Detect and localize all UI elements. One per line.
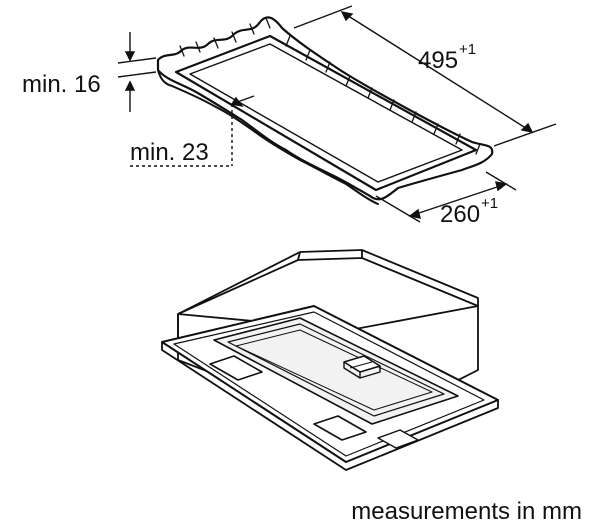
filter-panel-inner-2 — [235, 329, 433, 411]
dim-length — [293, 5, 557, 147]
cutout-opening — [174, 34, 478, 192]
filter-panel — [213, 317, 459, 425]
hood-housing-top-ridge — [177, 250, 479, 315]
dim-width — [375, 171, 517, 223]
dim-edge-label: min. 23 — [130, 139, 209, 166]
dim-thickness-label: min. 16 — [22, 71, 101, 98]
hood-base-edge — [161, 342, 499, 471]
cabinet-cutout — [156, 16, 494, 205]
dim-width-value: 260 — [440, 201, 480, 228]
light-left — [209, 355, 263, 381]
dim-edge — [130, 95, 255, 167]
cutout-opening-inner — [189, 43, 463, 183]
cutout-panel-outline — [156, 16, 494, 201]
dim-width-tolerance: +1 — [481, 195, 498, 212]
dim-length-tolerance: +1 — [459, 41, 476, 58]
dim-length-value: 495 — [418, 47, 458, 74]
filter-panel-inner — [227, 323, 445, 417]
control-unit-side — [343, 362, 381, 379]
hood-unit — [161, 249, 499, 471]
light-small-right — [377, 429, 419, 449]
light-right — [313, 415, 367, 441]
cutout-panel-edge — [157, 69, 379, 205]
hood-base-inner — [173, 311, 485, 457]
measurements-caption: measurements in mm — [351, 498, 582, 525]
dim-thickness — [117, 32, 157, 112]
